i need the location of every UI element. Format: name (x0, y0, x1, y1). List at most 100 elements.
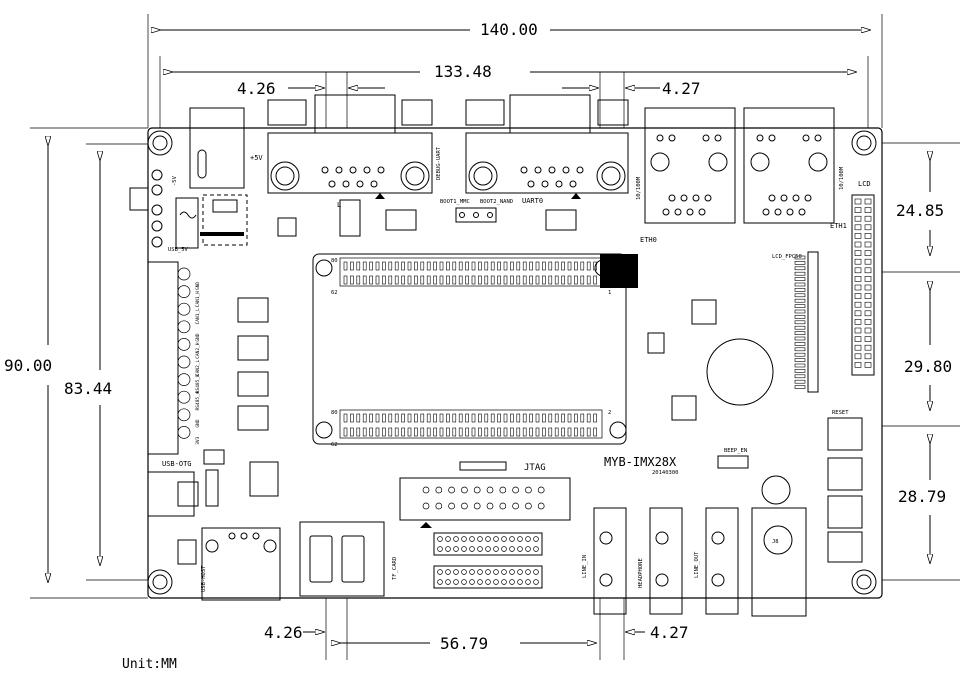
module-pin (394, 427, 399, 437)
label-pin-1: 1 (608, 290, 611, 296)
terminal-pin (177, 390, 191, 404)
header-pin (493, 546, 499, 552)
header-pin (453, 536, 459, 542)
module-pin (375, 427, 380, 437)
module-pin (478, 413, 482, 423)
module-pin (554, 275, 559, 285)
label-plus5v: +5V (250, 154, 263, 162)
header-pin (437, 569, 443, 575)
header-pin (509, 546, 515, 552)
header-pin (493, 569, 499, 575)
header-pin (533, 546, 539, 552)
jtag-pin (473, 486, 481, 494)
header-pin (485, 569, 491, 575)
label-pin-2: 2 (608, 410, 611, 416)
module-pin (414, 275, 418, 285)
module-pin (382, 275, 386, 285)
module-pin (356, 413, 361, 423)
module-pin (535, 261, 540, 271)
module-pin (516, 261, 521, 271)
fpc-pad (794, 282, 806, 287)
module-pin (452, 427, 457, 437)
module-pin (407, 261, 412, 271)
label-minus5v: -5V (172, 175, 178, 186)
lcd-pin (864, 319, 872, 325)
header-pin (461, 569, 467, 575)
mounting-holes (147, 130, 877, 595)
module-pin (593, 427, 597, 437)
module-pin (394, 261, 399, 271)
module-pin (343, 427, 348, 437)
module-pin (356, 275, 361, 285)
header-pin (501, 579, 507, 585)
module-pin (542, 413, 546, 423)
module-pin (554, 427, 559, 437)
module-pin (586, 413, 591, 423)
module-pin (350, 275, 354, 285)
module-pin (529, 261, 533, 271)
module-pin (542, 427, 546, 437)
module-pin (426, 427, 431, 437)
fpc-pad (794, 336, 806, 341)
eth1-jack (743, 107, 835, 224)
label-lcd: LCD (858, 180, 871, 188)
label-headphone: HEADPHONE (638, 558, 644, 588)
module-pin (362, 275, 367, 285)
module-pin (433, 427, 437, 437)
dim-top-left-offset: 4.26 (237, 79, 276, 98)
module-pin (465, 275, 469, 285)
module-pin (471, 275, 476, 285)
module-pin (446, 413, 450, 423)
module-pin (407, 275, 412, 285)
jtag-header (399, 461, 571, 528)
side-terminal-label: GND (195, 282, 201, 290)
module-pin (375, 261, 380, 271)
module-pin (439, 427, 444, 437)
header-pin (445, 546, 451, 552)
fpc-pad (794, 363, 806, 368)
module-pin (471, 413, 476, 423)
module-pin (458, 275, 463, 285)
side-terminal-label: CAN1_H (195, 291, 201, 308)
module-pin (414, 413, 418, 423)
module-pin (510, 275, 514, 285)
module-pin (586, 261, 591, 271)
header-pin (509, 569, 515, 575)
label-pin-80-bottom: 80 (331, 410, 338, 416)
module-pin (433, 275, 437, 285)
header-pin (453, 579, 459, 585)
header-pin (525, 546, 531, 552)
module-pin (503, 427, 508, 437)
module-pin (478, 275, 482, 285)
module-pin (343, 275, 348, 285)
fpc-pad (794, 385, 806, 389)
module-pin (516, 427, 521, 437)
fpc-pad (794, 298, 806, 303)
header-pin (477, 536, 483, 542)
dim-bottom-mid: 56.79 (440, 634, 488, 653)
module-pin (542, 275, 546, 285)
header-pin (445, 536, 451, 542)
jtag-pin (448, 502, 455, 510)
jtag-pin (435, 502, 443, 510)
module-pin (439, 261, 444, 271)
module-pin (382, 427, 386, 437)
module-pin (465, 261, 469, 271)
jtag-pin (461, 486, 468, 494)
module-pin (510, 413, 514, 423)
header-pin (461, 536, 467, 542)
module-pin (362, 413, 367, 423)
module-pin (586, 275, 591, 285)
side-terminal-label: GND (195, 333, 201, 341)
module-pin (561, 427, 565, 437)
header-pin (445, 569, 451, 575)
usb-otg-port (147, 471, 199, 517)
module-pin (426, 413, 431, 423)
module-pin (446, 275, 450, 285)
module-pin (497, 427, 501, 437)
side-terminal-label: GND (195, 419, 201, 427)
module-pin (369, 413, 373, 423)
fpc-pad (794, 358, 806, 362)
fpc-pad (794, 277, 806, 281)
label-usb-host: USB-HOST (201, 565, 207, 592)
